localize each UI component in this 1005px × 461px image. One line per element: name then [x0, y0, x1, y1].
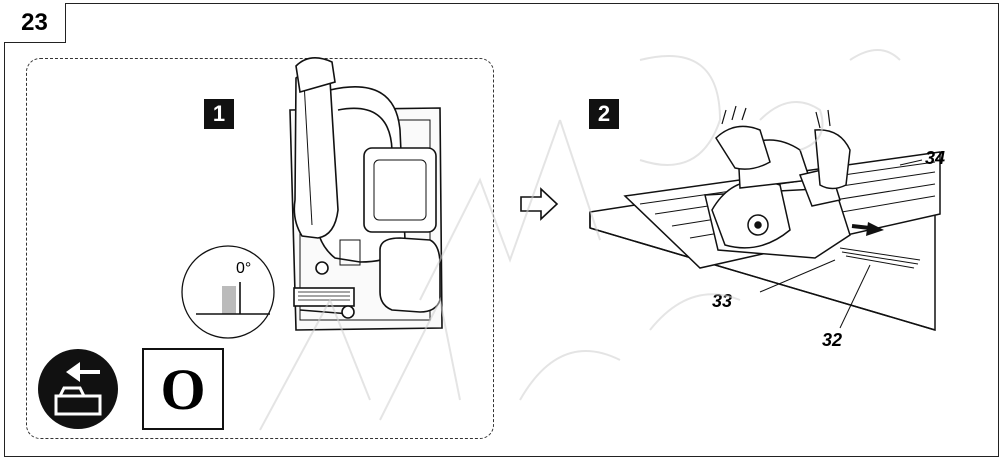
step-1-badge: 1 [204, 99, 234, 129]
callout-33: 33 [712, 291, 733, 311]
angle-indicator [181, 245, 275, 339]
battery-remove-icon [38, 349, 118, 429]
callout-34: 34 [925, 148, 946, 168]
step-2-badge: 2 [589, 99, 619, 129]
switch-off-symbol: O [142, 348, 224, 430]
saw-top-view [289, 57, 443, 331]
arrow-right-icon [851, 222, 884, 236]
figure-number: 23 [4, 3, 66, 43]
callout-32: 32 [822, 330, 843, 350]
figure-frame [4, 3, 999, 457]
angle-label: 0° [236, 260, 252, 277]
hollow-arrow-right-icon [520, 187, 559, 221]
guide-rail-scene [589, 105, 941, 332]
